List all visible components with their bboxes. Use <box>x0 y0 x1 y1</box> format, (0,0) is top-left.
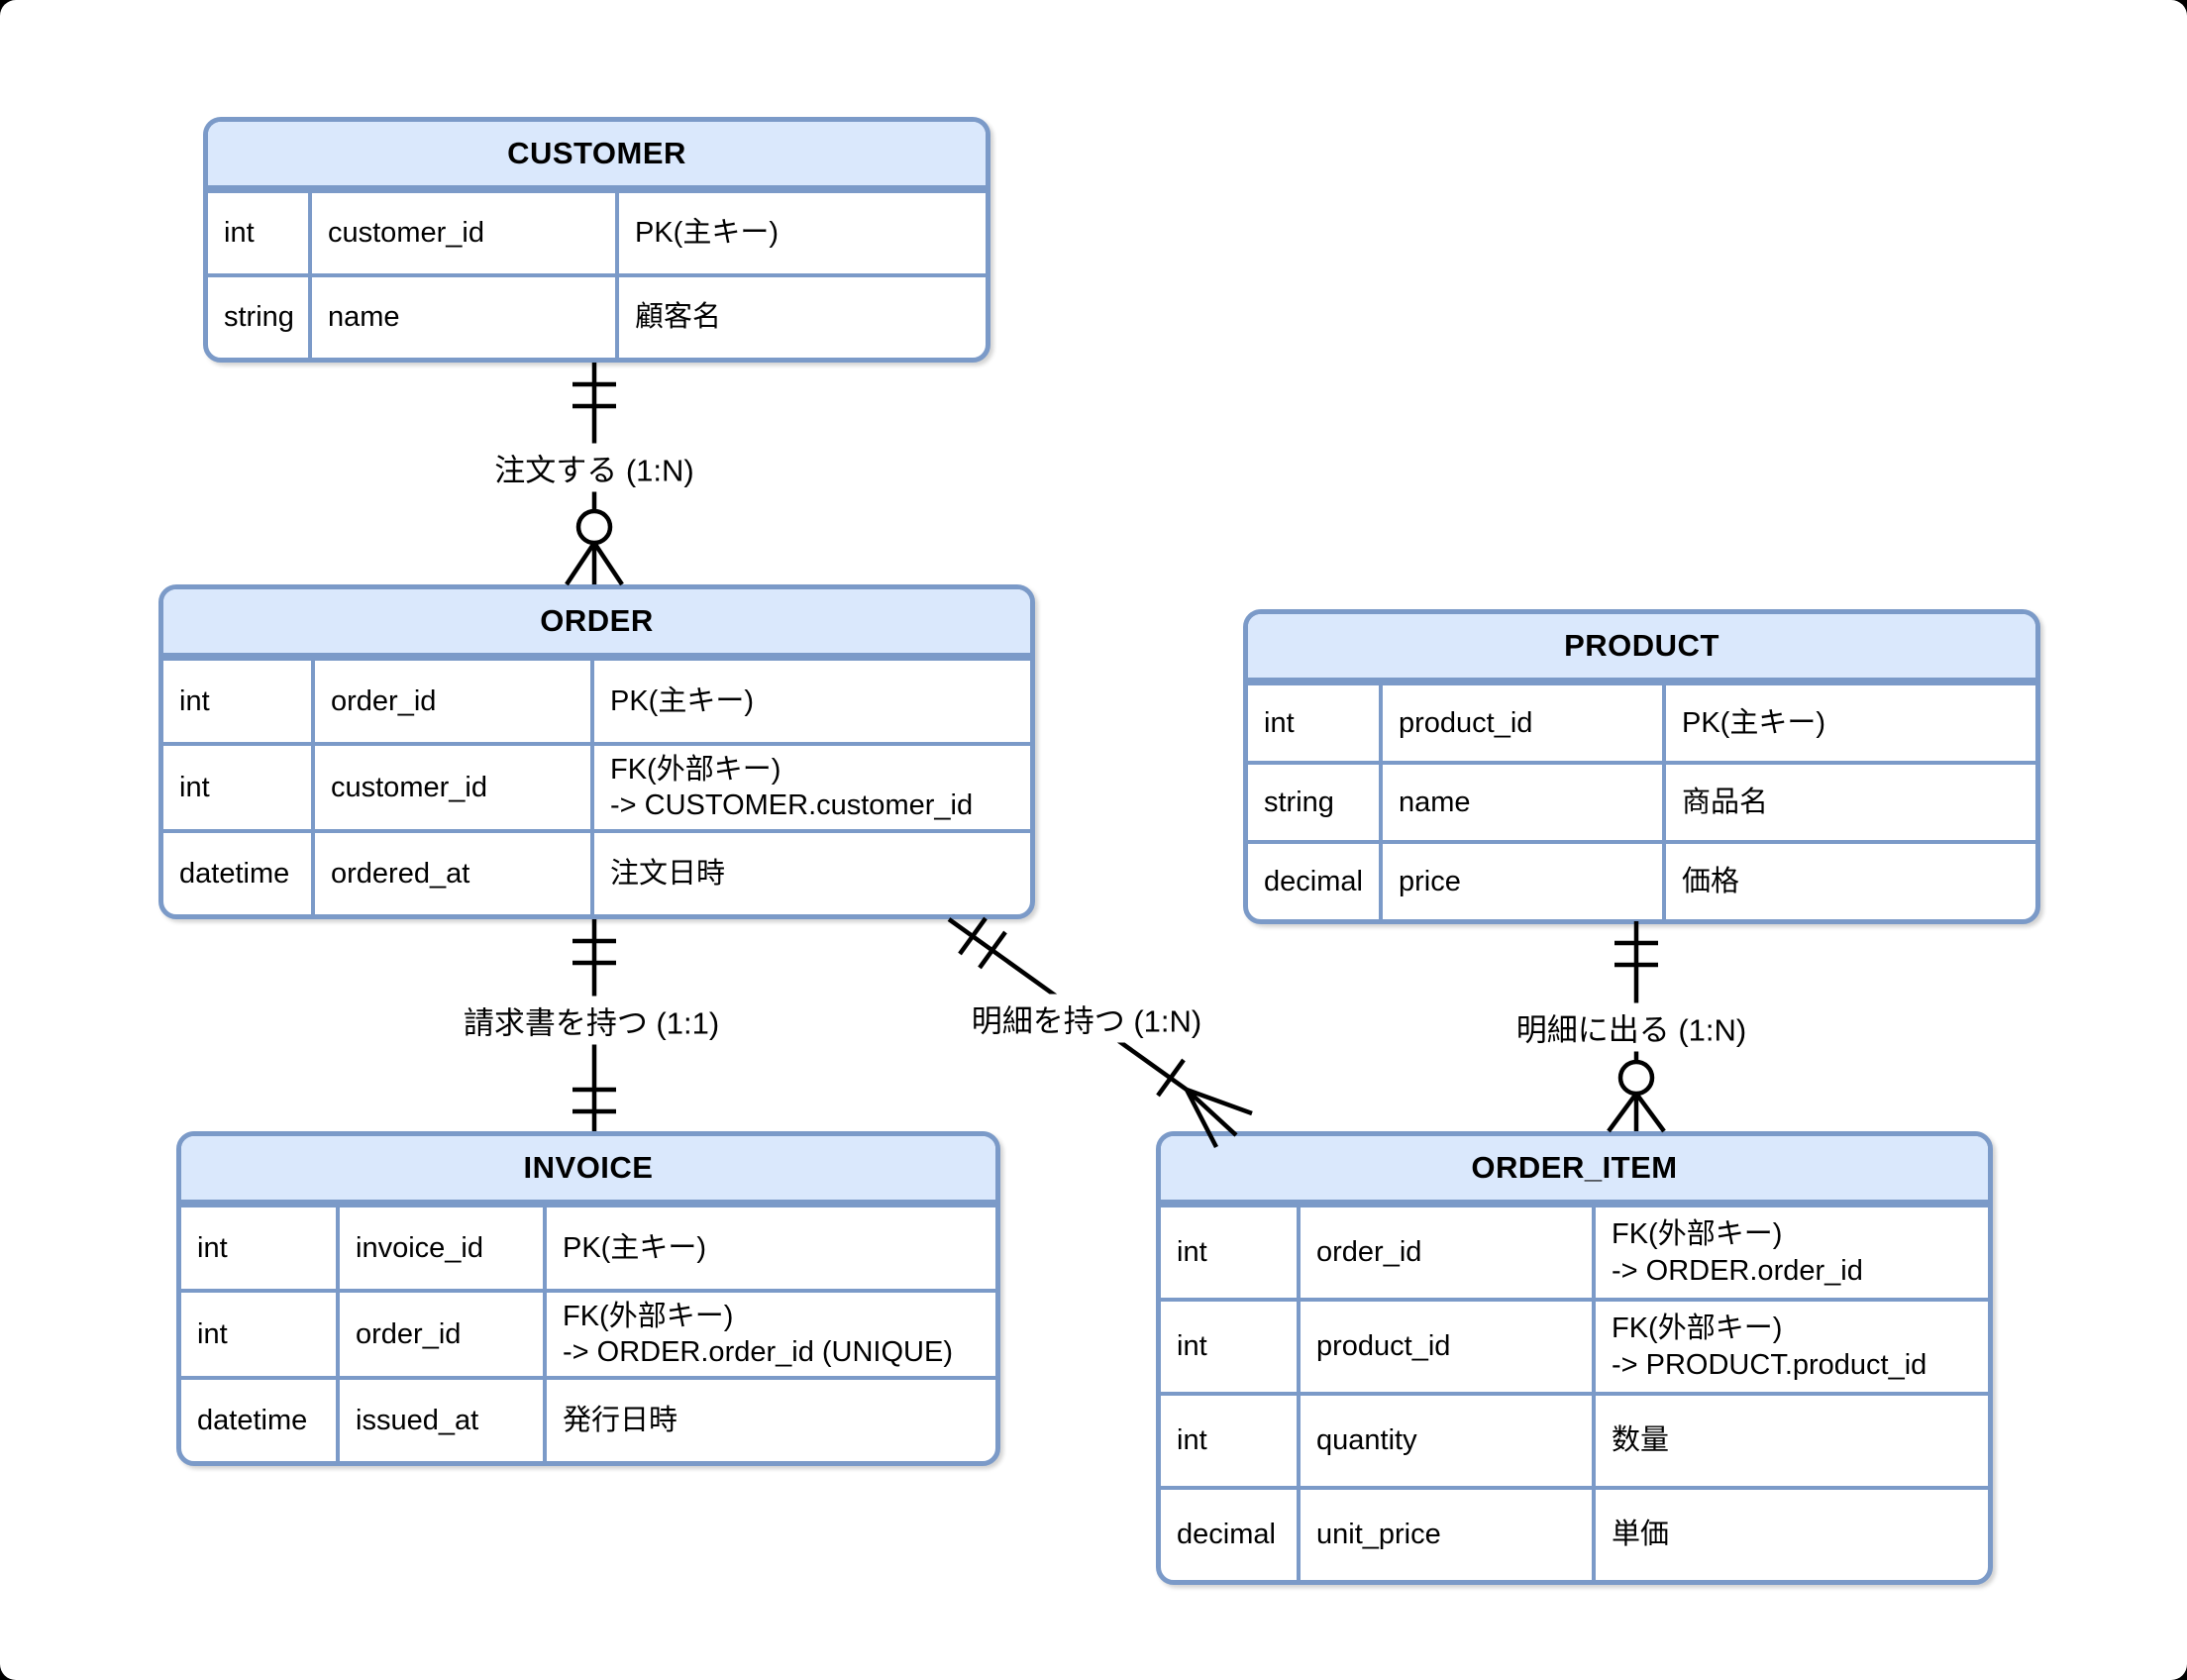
attribute-name: customer_id <box>315 745 594 830</box>
entity-order-item[interactable]: ORDER_ITEM int order_id FK(外部キー) -> ORDE… <box>1156 1131 1993 1585</box>
attribute-comment: 価格 <box>1682 865 1740 897</box>
attribute-comment: PK(主キー) <box>563 1231 707 1264</box>
attribute-type: string <box>208 277 312 358</box>
attribute-type: int <box>163 661 315 742</box>
attribute-comment: 発行日時 <box>563 1405 678 1436</box>
entity-invoice-rows: int invoice_id PK(主キー) int order_id FK(外… <box>181 1204 995 1461</box>
attribute-type: int <box>181 1292 340 1377</box>
attribute-row: int product_id FK(外部キー) -> PRODUCT.produ… <box>1161 1298 1988 1392</box>
attribute-name: customer_id <box>312 193 619 273</box>
entity-invoice[interactable]: INVOICE int invoice_id PK(主キー) int order… <box>176 1131 1000 1466</box>
entity-invoice-title[interactable]: INVOICE <box>181 1136 995 1204</box>
entity-product-title[interactable]: PRODUCT <box>1248 614 2035 682</box>
attribute-row: int order_id FK(外部キー) -> ORDER.order_id … <box>181 1288 995 1377</box>
attribute-type: decimal <box>1161 1490 1301 1580</box>
attribute-type: int <box>1161 1302 1301 1392</box>
attribute-row: decimal price 価格 <box>1248 840 2035 919</box>
attribute-row: int invoice_id PK(主キー) <box>181 1204 995 1289</box>
attribute-type: int <box>163 745 315 830</box>
entity-order-rows: int order_id PK(主キー) int customer_id FK(… <box>163 657 1030 914</box>
attribute-row: int product_id PK(主キー) <box>1248 682 2035 761</box>
attribute-comment: PK(主キー) <box>1682 706 1826 739</box>
attribute-comment: PK(主キー) <box>610 684 755 717</box>
attribute-name: ordered_at <box>315 833 594 914</box>
attribute-type: int <box>181 1208 340 1289</box>
attribute-name: price <box>1383 844 1666 919</box>
attribute-comment: 顧客名 <box>635 301 722 334</box>
attribute-row: int customer_id FK(外部キー) -> CUSTOMER.cus… <box>163 741 1030 830</box>
attribute-type: datetime <box>163 833 315 914</box>
relationship-label-customer-order[interactable]: 注文する (1:N) <box>484 443 704 492</box>
attribute-name: name <box>1383 765 1666 840</box>
attribute-type: int <box>208 193 312 273</box>
attribute-row: datetime ordered_at 注文日時 <box>163 829 1030 914</box>
attribute-comment: FK(外部キー) -> ORDER.order_id <box>1612 1218 1863 1287</box>
attribute-type: int <box>1161 1208 1301 1298</box>
attribute-row: datetime issued_at 発行日時 <box>181 1376 995 1461</box>
attribute-name: unit_price <box>1301 1490 1596 1580</box>
attribute-name: order_id <box>315 661 594 742</box>
attribute-comment: 数量 <box>1612 1424 1670 1457</box>
attribute-row: int order_id FK(外部キー) -> ORDER.order_id <box>1161 1204 1988 1298</box>
attribute-name: order_id <box>1301 1208 1596 1298</box>
attribute-name: order_id <box>340 1292 547 1377</box>
attribute-name: issued_at <box>340 1380 547 1461</box>
entity-product[interactable]: PRODUCT int product_id PK(主キー) string na… <box>1243 609 2040 924</box>
attribute-comment: 商品名 <box>1682 786 1769 818</box>
entity-order-item-rows: int order_id FK(外部キー) -> ORDER.order_id … <box>1161 1204 1988 1580</box>
relationship-label-product-orderitem[interactable]: 明細に出る (1:N) <box>1506 1002 1757 1052</box>
entity-product-rows: int product_id PK(主キー) string name 商品名 d… <box>1248 682 2035 919</box>
attribute-row: int quantity 数量 <box>1161 1392 1988 1486</box>
entity-order-item-title[interactable]: ORDER_ITEM <box>1161 1136 1988 1204</box>
attribute-comment: 注文日時 <box>610 858 726 890</box>
attribute-row: int order_id PK(主キー) <box>163 657 1030 742</box>
entity-customer-title[interactable]: CUSTOMER <box>208 122 986 189</box>
attribute-row: decimal unit_price 単価 <box>1161 1486 1988 1580</box>
attribute-type: string <box>1248 765 1383 840</box>
attribute-comment: 単価 <box>1612 1519 1670 1551</box>
attribute-row: string name 商品名 <box>1248 761 2035 840</box>
relationship-label-order-orderitem[interactable]: 明細を持つ (1:N) <box>961 994 1212 1043</box>
attribute-comment: PK(主キー) <box>635 217 780 250</box>
attribute-comment: FK(外部キー) -> CUSTOMER.customer_id <box>610 753 974 821</box>
entity-customer-rows: int customer_id PK(主キー) string name 顧客名 <box>208 189 986 358</box>
attribute-type: int <box>1248 685 1383 761</box>
attribute-name: product_id <box>1301 1302 1596 1392</box>
attribute-type: int <box>1161 1396 1301 1486</box>
attribute-comment: FK(外部キー) -> ORDER.order_id (UNIQUE) <box>563 1300 953 1368</box>
entity-order[interactable]: ORDER int order_id PK(主キー) int customer_… <box>158 584 1035 919</box>
entity-order-title[interactable]: ORDER <box>163 589 1030 657</box>
attribute-row: int customer_id PK(主キー) <box>208 189 986 273</box>
entity-customer[interactable]: CUSTOMER int customer_id PK(主キー) string … <box>203 117 990 363</box>
attribute-row: string name 顧客名 <box>208 273 986 358</box>
attribute-name: quantity <box>1301 1396 1596 1486</box>
attribute-name: invoice_id <box>340 1208 547 1289</box>
attribute-comment: FK(外部キー) -> PRODUCT.product_id <box>1612 1312 1927 1381</box>
attribute-name: name <box>312 277 619 358</box>
attribute-type: decimal <box>1248 844 1383 919</box>
relationship-label-order-invoice[interactable]: 請求書を持つ (1:1) <box>453 996 730 1045</box>
attribute-name: product_id <box>1383 685 1666 761</box>
attribute-type: datetime <box>181 1380 340 1461</box>
